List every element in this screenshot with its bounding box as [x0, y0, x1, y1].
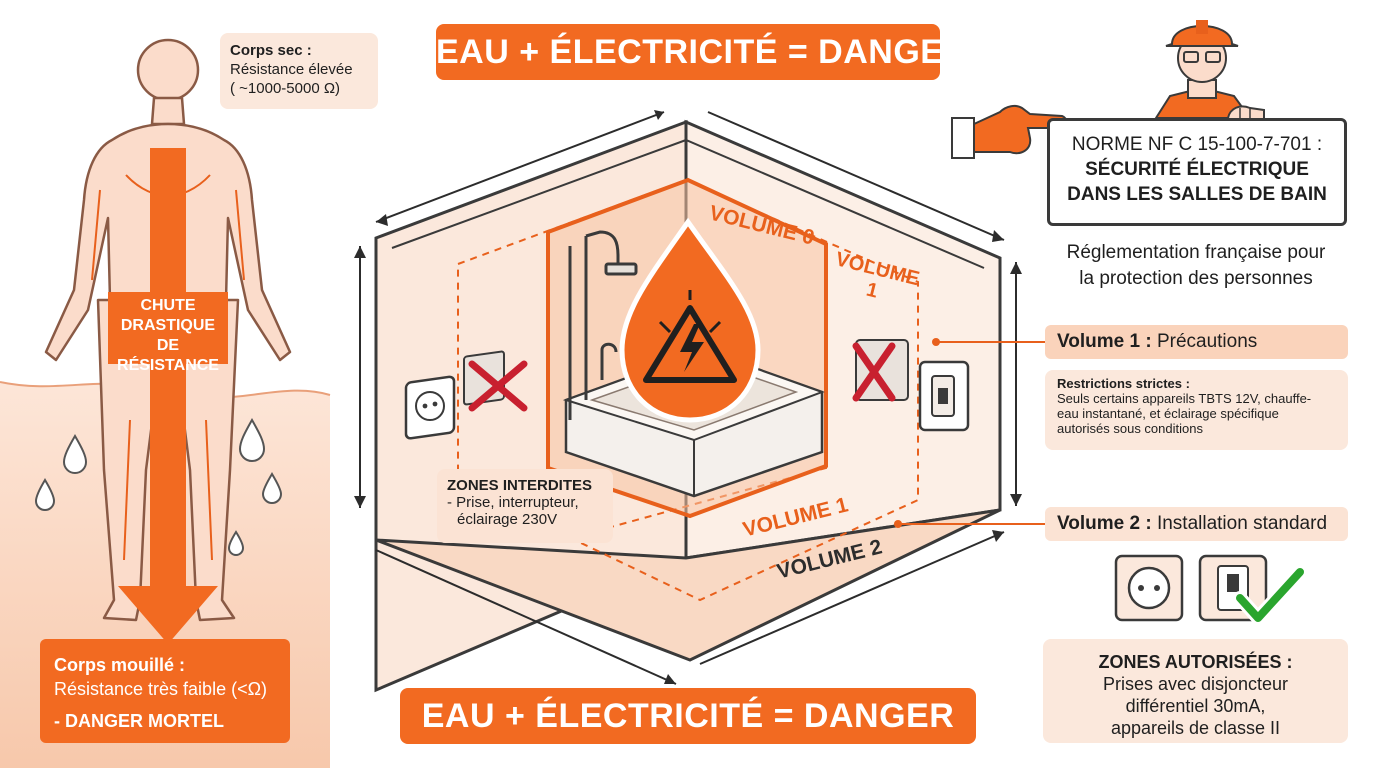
banner-title-top: EAU + ÉLECTRICITÉ = DANGER [436, 24, 968, 80]
dry-body-callout: Corps sec : Résistance élevée ( ~1000-50… [220, 33, 378, 109]
worker-icon [1154, 20, 1265, 132]
socket-icon [1114, 554, 1184, 622]
volume-1-desc: Précautions [1156, 331, 1258, 352]
restrictions-line3: autorisés sous conditions [1057, 421, 1203, 436]
authorized-zones-title: ZONES AUTORISÉES : [1098, 652, 1293, 672]
authorized-zones-line3: appareils de classe II [1110, 718, 1281, 738]
shower-icon [568, 230, 638, 420]
norm-subtitle-line2: la protection des personnes [1079, 268, 1313, 289]
restrictions-callout: Restrictions strictes : Seuls certains a… [1045, 370, 1348, 450]
forbidden-cross-icon [468, 360, 528, 412]
banner-title-bottom: EAU + ÉLECTRICITÉ = DANGER [400, 688, 976, 744]
norm-subtitle: Réglementation française pour la protect… [1046, 240, 1346, 292]
wet-body-line1: Résistance très faible (<Ω) [54, 679, 268, 699]
socket-icon [404, 375, 456, 440]
checkmark-icon [1233, 565, 1307, 625]
restrictions-title: Restrictions strictes : [1057, 376, 1190, 391]
dry-body-line1: Résistance élevée [230, 61, 353, 78]
norm-title-line1: SÉCURITÉ ÉLECTRIQUE [1085, 159, 1309, 180]
resistance-drop-line3: DE RÉSISTANCE [117, 337, 219, 374]
electric-hazard-icon [643, 290, 737, 383]
restrictions-line2: eau instantané, et éclairage spécifique [1057, 406, 1279, 421]
wet-body-callout: Corps mouillé : Résistance très faible (… [40, 639, 290, 743]
human-body-icon [44, 38, 292, 622]
resistance-drop-arrow [108, 148, 228, 644]
volume-1-bar: Volume 1 : Précautions [1045, 325, 1348, 359]
forbidden-zones-line1: - Prise, interrupteur, [447, 494, 579, 511]
norm-subtitle-line1: Réglementation française pour [1066, 242, 1326, 263]
volume-2-name: Volume 2 : [1057, 513, 1152, 534]
norm-reference: NORME NF C 15-100-7-701 : [1071, 134, 1323, 155]
connector-lines [894, 338, 1045, 528]
volume-1-name: Volume 1 : [1057, 331, 1152, 352]
norm-title-line2: DANS LES SALLES DE BAIN [1067, 184, 1327, 205]
volume-2-desc: Installation standard [1156, 513, 1328, 534]
forbidden-zones-line2: éclairage 230V [457, 511, 558, 528]
forbidden-cross-icon [852, 342, 896, 402]
water-drop-icon [34, 417, 283, 556]
norm-title-box: NORME NF C 15-100-7-701 : SÉCURITÉ ÉLECT… [1047, 118, 1347, 226]
wet-body-danger: - DANGER MORTEL [54, 711, 224, 731]
wet-body-title: Corps mouillé : [54, 655, 186, 675]
resistance-drop-label: CHUTE DRASTIQUE DE RÉSISTANCE [106, 296, 230, 376]
authorized-zones-line1: Prises avec disjoncteur [1102, 674, 1289, 694]
resistance-drop-line2: DRASTIQUE [120, 317, 216, 334]
dry-body-title: Corps sec : [230, 42, 312, 59]
dry-body-line2: ( ~1000-5000 Ω) [230, 80, 341, 97]
forbidden-zones-callout: ZONES INTERDITES - Prise, interrupteur, … [437, 469, 613, 543]
forbidden-zones-title: ZONES INTERDITES [447, 477, 593, 494]
restrictions-line1: Seuls certains appareils TBTS 12V, chauf… [1057, 391, 1312, 406]
authorized-zones-line2: différentiel 30mA, [1125, 696, 1266, 716]
switch-icon [918, 360, 970, 432]
volume-2-bar: Volume 2 : Installation standard [1045, 507, 1348, 541]
authorized-zones-callout: ZONES AUTORISÉES : Prises avec disjoncte… [1043, 639, 1348, 743]
resistance-drop-line1: CHUTE [140, 297, 196, 314]
bathroom-room [354, 110, 1045, 693]
